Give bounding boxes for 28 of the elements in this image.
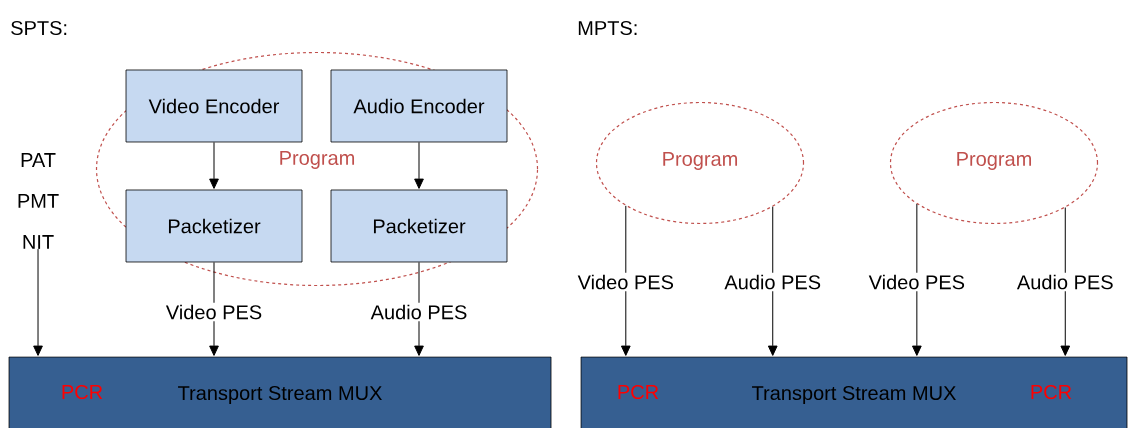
process-box: Packetizer xyxy=(125,189,303,263)
arrow xyxy=(1060,207,1071,356)
process-box: Audio Encoder xyxy=(330,69,508,143)
pcr-label: PCR xyxy=(618,384,659,400)
edge-label: Video PES xyxy=(866,272,968,292)
edge-label: Video PES xyxy=(575,272,676,292)
table-names: PAT PMT NIT xyxy=(18,153,59,249)
arrow xyxy=(209,261,219,356)
heading: MPTS: xyxy=(578,20,637,36)
arrow xyxy=(209,141,219,189)
arrow xyxy=(414,261,424,356)
process-box: Packetizer xyxy=(330,189,508,263)
pcr-label: PCR xyxy=(62,384,103,400)
heading: SPTS: xyxy=(11,20,67,36)
arrow xyxy=(33,248,43,356)
arrow xyxy=(912,203,922,356)
edge-label: Video PES xyxy=(163,302,265,322)
edge-label: Audio PES xyxy=(1014,272,1116,292)
arrow xyxy=(767,206,778,356)
pcr-label: PCR xyxy=(1031,384,1072,400)
arrow xyxy=(414,141,424,189)
arrow xyxy=(620,205,631,356)
edge-label: Audio PES xyxy=(722,272,824,292)
ellipse-label: Program xyxy=(663,152,737,170)
edge-label: Audio PES xyxy=(368,302,470,322)
process-box: Video Encoder xyxy=(125,69,303,143)
ellipse-label: Program xyxy=(280,151,355,169)
ellipse-label: Program xyxy=(957,152,1031,170)
